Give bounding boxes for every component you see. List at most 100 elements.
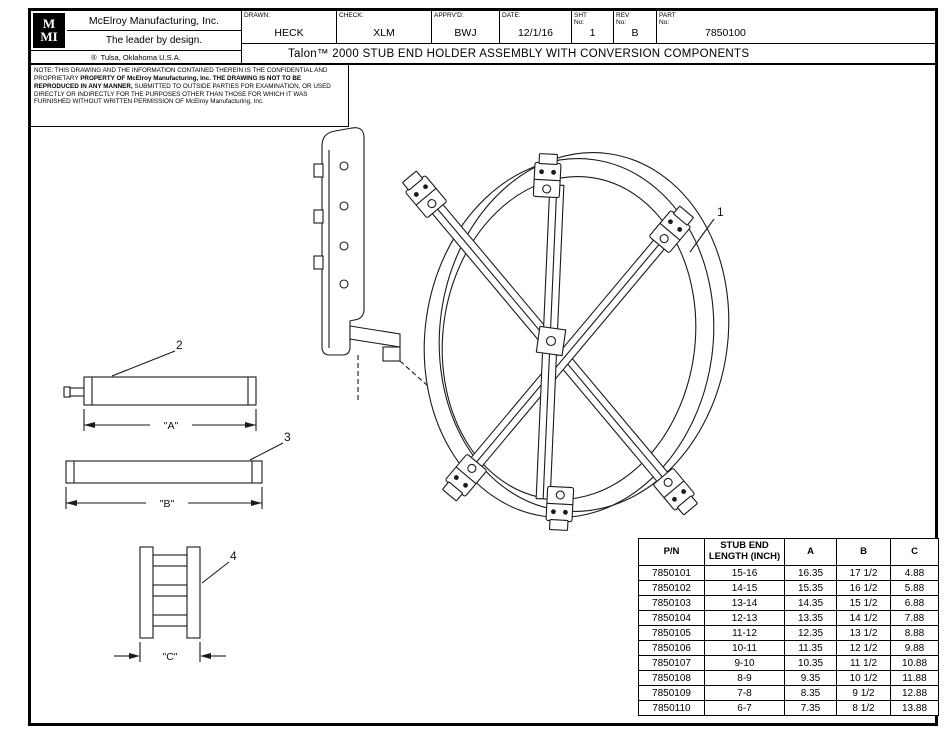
table-cell: 7850103: [638, 595, 705, 611]
registered-mark-icon: ®: [91, 52, 97, 62]
table-cell: 15.35: [784, 580, 837, 596]
part-bar-b: [65, 460, 263, 484]
field-date-label: DATE:: [502, 12, 521, 19]
table-cell: 7850108: [638, 670, 705, 686]
table-cell: 7850110: [638, 700, 705, 716]
callout-4: 4: [201, 549, 237, 584]
field-date: DATE: 12/1/16: [500, 11, 572, 43]
table-cell: 10.88: [890, 655, 939, 671]
mcelroy-logo: M MI: [33, 13, 65, 48]
table-cell: 8 1/2: [836, 700, 891, 716]
field-approved-value: BWJ: [454, 27, 477, 39]
drawing-title: Talon™ 2000 STUB END HOLDER ASSEMBLY WIT…: [288, 47, 750, 60]
table-cell: 7850104: [638, 610, 705, 626]
field-rev-number: REV No: B: [614, 11, 657, 43]
table-cell: 16 1/2: [836, 580, 891, 596]
dimension-c: "C": [114, 642, 226, 663]
table-cell: 8-9: [704, 670, 785, 686]
table-cell: 7-8: [704, 685, 785, 701]
note-text-bold: PROPERTY OF McElroy Manufacturing, Inc. …: [34, 74, 302, 90]
table-cell: 14 1/2: [836, 610, 891, 626]
field-drawn: DRAWN: HECK: [242, 11, 337, 43]
company-cell: M MI McElroy Manufacturing, Inc. The lea…: [31, 11, 242, 63]
table-header-cell: B: [836, 538, 891, 566]
field-part-number: PART No: 7850100: [657, 11, 935, 43]
table-cell: 7850105: [638, 625, 705, 641]
field-drawn-value: HECK: [274, 27, 304, 39]
dimension-c-label: "C": [162, 651, 177, 663]
table-cell: 7.35: [784, 700, 837, 716]
field-check: CHECK: XLM: [337, 11, 432, 43]
callout-2-label: 2: [176, 338, 183, 352]
table-cell: 13-14: [704, 595, 785, 611]
table-header-cell: STUB END LENGTH (INCH): [704, 538, 785, 566]
field-part-number-value: 7850100: [705, 27, 746, 39]
sheet-border: [28, 8, 938, 726]
table-header-cell: P/N: [638, 538, 705, 566]
callout-1-label: 1: [717, 205, 724, 219]
stub-end-clamp: [532, 152, 563, 199]
table-cell: 11.35: [784, 640, 837, 656]
table-cell: 7850107: [638, 655, 705, 671]
logo-line-1: M: [42, 16, 56, 32]
table-cell: 9.35: [784, 670, 837, 686]
table-cell: 12-13: [704, 610, 785, 626]
table-cell: 10 1/2: [836, 670, 891, 686]
table-cell: 9-10: [704, 655, 785, 671]
table-cell: 5.88: [890, 580, 939, 596]
callout-1: 1: [689, 205, 724, 253]
field-part-number-label: PART No:: [659, 12, 676, 27]
hub: [535, 325, 567, 357]
table-cell: 14.35: [784, 595, 837, 611]
field-rev-number-label: REV No:: [616, 12, 630, 27]
company-name: McElroy Manufacturing, Inc.: [88, 14, 220, 27]
part-conversion-bracket: [139, 546, 201, 639]
dimension-b-label: "B": [160, 498, 175, 510]
field-sheet-number: SHT No: 1: [572, 11, 614, 43]
table-cell: 10-11: [704, 640, 785, 656]
title-block: M MI McElroy Manufacturing, Inc. The lea…: [31, 11, 935, 65]
dimension-b: "B": [65, 487, 263, 510]
table-cell: 13.35: [784, 610, 837, 626]
company-tagline: The leader by design.: [67, 30, 241, 50]
table-cell: 11 1/2: [836, 655, 891, 671]
table-cell: 8.35: [784, 685, 837, 701]
note-text-rest: SUBMITTED TO OUTSIDE PARTIES FOR EXAMINA…: [34, 82, 331, 106]
table-cell: 13 1/2: [836, 625, 891, 641]
field-check-value: XLM: [373, 27, 395, 39]
note-text-start: NOTE: THIS DRAWING AND THE INFORMATION C…: [34, 67, 328, 82]
table-cell: 14-15: [704, 580, 785, 596]
field-approved-label: APPRV'D:: [434, 12, 464, 19]
logo-line-2: MI: [40, 28, 58, 44]
field-sheet-number-value: 1: [589, 27, 596, 39]
table-cell: 6.88: [890, 595, 939, 611]
mounting-bracket: [313, 127, 429, 400]
table-cell: 12 1/2: [836, 640, 891, 656]
table-cell: 7850102: [638, 580, 705, 596]
fields-row: DRAWN: HECK CHECK: XLM APPRV'D: BWJ DATE…: [242, 11, 935, 44]
stub-end-clamp: [544, 485, 575, 532]
table-cell: 6-7: [704, 700, 785, 716]
field-rev-number-value: B: [631, 27, 639, 39]
table-cell: 11-12: [704, 625, 785, 641]
table-header-cell: A: [784, 538, 837, 566]
table-cell: 7.88: [890, 610, 939, 626]
table-cell: 17 1/2: [836, 565, 891, 581]
table-cell: 7850101: [638, 565, 705, 581]
table-cell: 16.35: [784, 565, 837, 581]
table-cell: 7850106: [638, 640, 705, 656]
callout-2: 2: [111, 338, 183, 377]
table-cell: 7850109: [638, 685, 705, 701]
table-cell: 15-16: [704, 565, 785, 581]
table-header-cell: C: [890, 538, 939, 566]
